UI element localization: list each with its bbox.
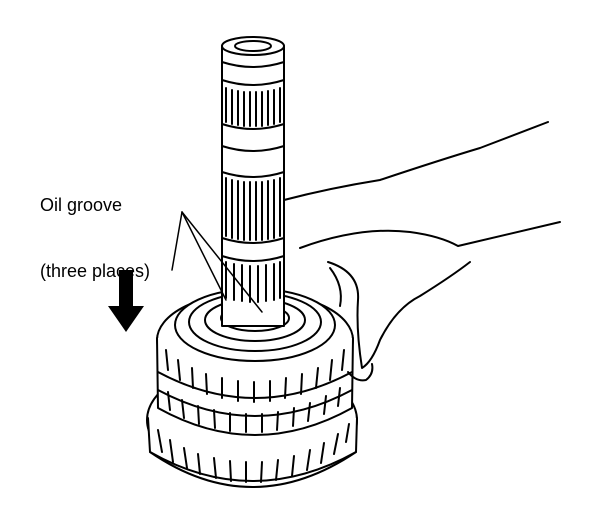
main-shaft [221, 36, 285, 327]
oil-groove-leaders [171, 211, 263, 313]
callout-line-2: (three places) [40, 261, 151, 281]
hand-outline [283, 121, 561, 382]
oil-groove-callout: Oil groove (three places) [40, 150, 150, 326]
callout-line-1: Oil groove [40, 195, 123, 215]
arrow-down-icon [108, 270, 144, 332]
upper-gear-stack [156, 288, 354, 436]
